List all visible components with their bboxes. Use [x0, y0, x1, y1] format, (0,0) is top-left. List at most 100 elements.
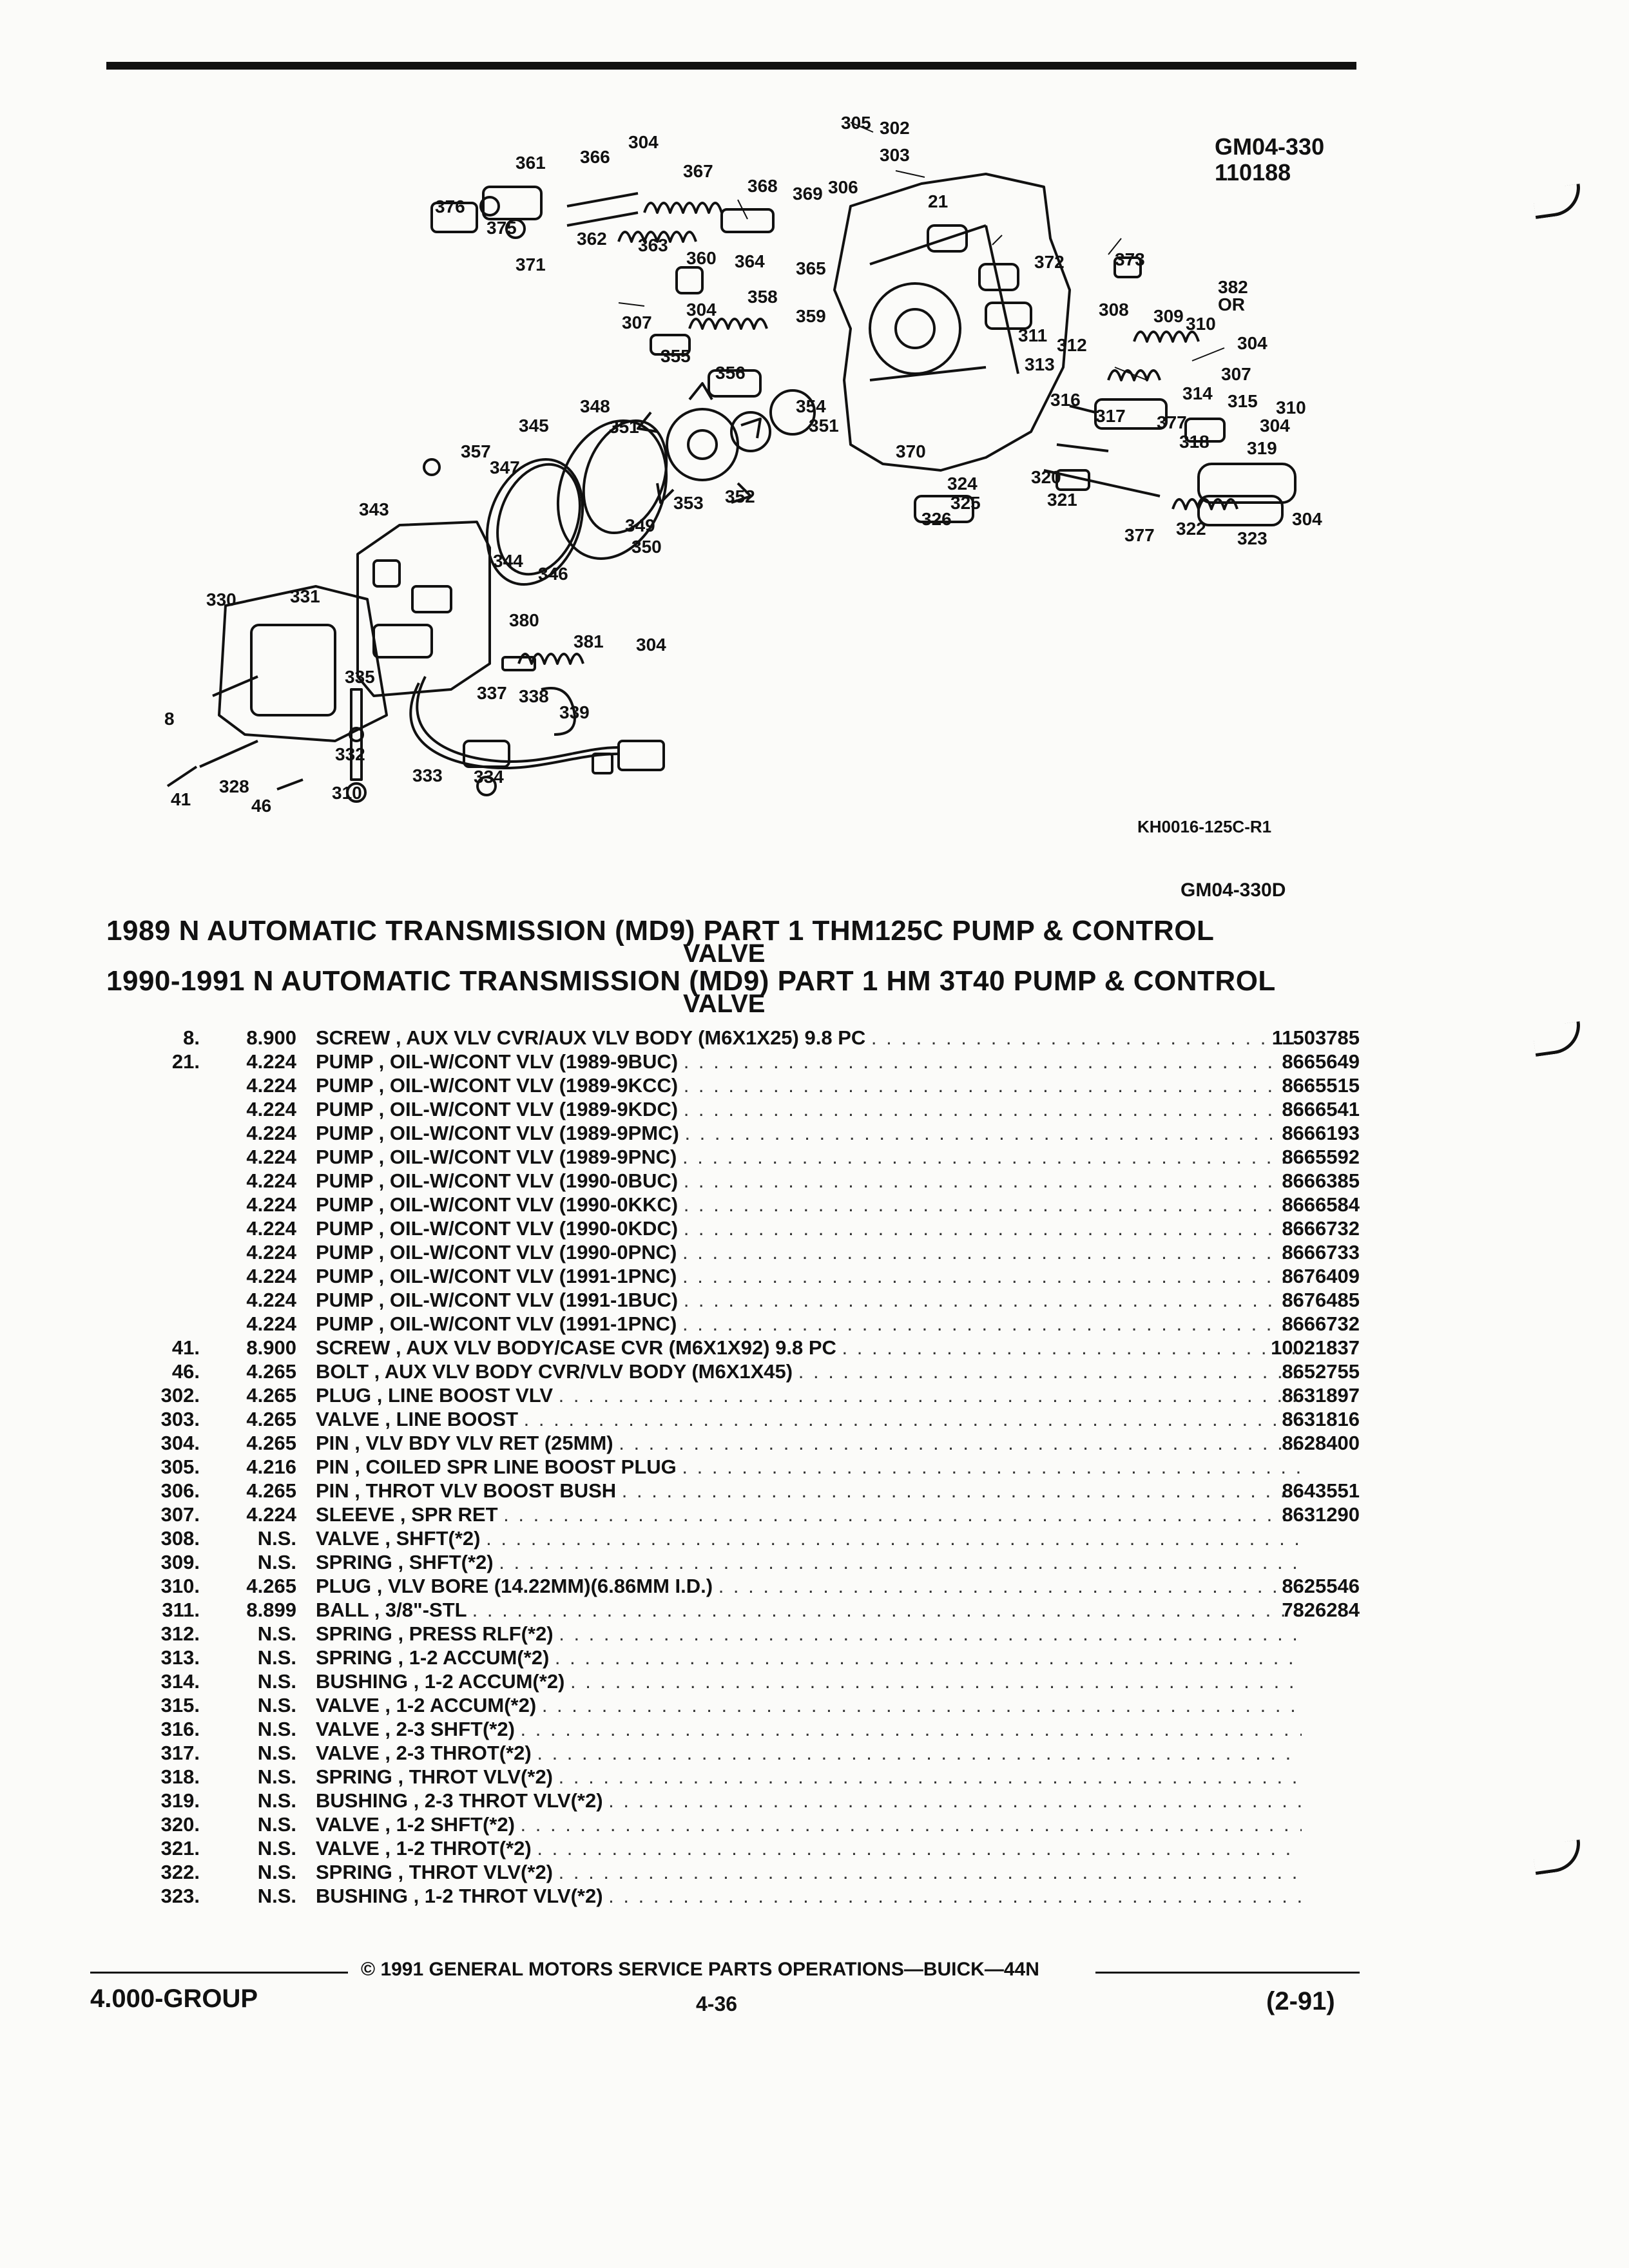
description-text: SCREW , AUX VLV CVR/AUX VLV BODY (M6X1X2… [316, 1026, 866, 1049]
pump-bore [869, 282, 961, 375]
part-description: BUSHING , 2-3 THROT VLV(*2) . . . . . . … [316, 1789, 1302, 1812]
group-number: 4.224 [246, 1193, 296, 1216]
callout: 324 [947, 474, 978, 494]
group-number: 4.224 [246, 1312, 296, 1335]
group-number: 4.224 [246, 1098, 296, 1120]
callout: 369 [793, 184, 823, 204]
callout: 339 [559, 702, 590, 722]
callout: 316 [1050, 390, 1081, 410]
figure-code: GM04-330 110188 [1215, 134, 1324, 186]
group-number: 4.224 [246, 1217, 296, 1240]
callout: 314 [1182, 383, 1213, 403]
description-text: BOLT , AUX VLV BODY CVR/VLV BODY (M6X1X4… [316, 1360, 793, 1383]
group-number: 8.900 [246, 1336, 296, 1359]
callout: 306 [828, 177, 858, 197]
part-description: PIN , THROT VLV BOOST BUSH . . . . . . .… [316, 1479, 1302, 1503]
callout: 304 [628, 132, 659, 152]
callout: 311 [1018, 325, 1047, 345]
callout: 302 [880, 118, 910, 138]
group-number: N.S. [257, 1742, 296, 1764]
page-code: GM04-330D [1181, 879, 1286, 901]
callout: 308 [1099, 300, 1129, 320]
dot-leader: . . . . . . . . . . . . . . . . . . . . … [682, 1146, 1302, 1168]
group-number: N.S. [257, 1765, 296, 1788]
title-1990-1991: 1990-1991 N AUTOMATIC TRANSMISSION (MD9)… [106, 965, 1276, 997]
callout: 359 [796, 306, 826, 326]
dot-leader: . . . . . . . . . . . . . . . . . . . . … [842, 1336, 1302, 1359]
description-text: VALVE , 1-2 THROT(*2) [316, 1837, 532, 1860]
description-text: SCREW , AUX VLV BODY/CASE CVR (M6X1X92) … [316, 1336, 836, 1359]
part-number: 8625546 [1282, 1575, 1360, 1597]
callout: 333 [412, 765, 443, 785]
part-description: PLUG , VLV BORE (14.22MM)(6.86MM I.D.) .… [316, 1574, 1302, 1598]
item-number: 313. [160, 1646, 200, 1669]
callout: 355 [660, 346, 691, 366]
part-description: SLEEVE , SPR RET . . . . . . . . . . . .… [316, 1503, 1302, 1526]
description-text: SPRING , THROT VLV(*2) [316, 1861, 554, 1883]
callout: 8 [164, 709, 175, 729]
callout: 304 [1260, 416, 1290, 436]
part-description: VALVE , LINE BOOST . . . . . . . . . . .… [316, 1407, 1302, 1431]
group-number: 4.224 [246, 1146, 296, 1168]
callout: 21 [928, 191, 948, 211]
callout: 377 [1124, 525, 1155, 545]
part-description: PUMP , OIL-W/CONT VLV (1991-1BUC) . . . … [316, 1288, 1302, 1312]
item-number: 303. [160, 1408, 200, 1430]
description-text: PUMP , OIL-W/CONT VLV (1989-9PNC) [316, 1146, 677, 1168]
item-number: 302. [160, 1384, 200, 1407]
description-text: BUSHING , 2-3 THROT VLV(*2) [316, 1789, 603, 1812]
description-text: PUMP , OIL-W/CONT VLV (1989-9BUC) [316, 1050, 679, 1073]
dot-leader: . . . . . . . . . . . . . . . . . . . . … [520, 1813, 1302, 1836]
dot-leader: . . . . . . . . . . . . . . . . . . . . … [683, 1074, 1302, 1097]
description-text: PUMP , OIL-W/CONT VLV (1991-1PNC) [316, 1265, 677, 1287]
group-number: 4.224 [246, 1265, 296, 1287]
callout: 362 [577, 229, 607, 249]
item-number: 310. [160, 1575, 200, 1597]
margin-mark [1532, 1840, 1584, 1875]
callout: 376 [435, 197, 465, 216]
group-number: 4.265 [246, 1479, 296, 1502]
description-text: PLUG , VLV BORE (14.22MM)(6.86MM I.D.) [316, 1575, 713, 1597]
group-number: 4.224 [246, 1074, 296, 1097]
callout: 381 [574, 631, 604, 651]
item-number: 314. [160, 1670, 200, 1693]
dot-leader: . . . . . . . . . . . . . . . . . . . . … [554, 1646, 1302, 1669]
description-text: PIN , THROT VLV BOOST BUSH [316, 1479, 617, 1502]
part-description: PUMP , OIL-W/CONT VLV (1990-0BUC) . . . … [316, 1169, 1302, 1193]
item-number: 21. [171, 1050, 200, 1073]
part-number: 8676409 [1282, 1265, 1360, 1287]
description-text: PIN , VLV BDY VLV RET (25MM) [316, 1432, 613, 1454]
callout: 309 [1153, 306, 1184, 326]
dot-leader: . . . . . . . . . . . . . . . . . . . . … [558, 1765, 1302, 1788]
callout: 365 [796, 258, 826, 278]
callout: 322 [1176, 519, 1206, 539]
top-rule [106, 62, 1356, 70]
description-text: PUMP , OIL-W/CONT VLV (1990-0PNC) [316, 1241, 677, 1264]
callout: 334 [474, 767, 504, 787]
table-row: 316.N.S.VALVE , 2-3 SHFT(*2) . . . . . .… [97, 1717, 1360, 1741]
footer-group: 4.000-GROUP [90, 1984, 258, 2013]
callout: 312 [1057, 335, 1087, 355]
dot-leader: . . . . . . . . . . . . . . . . . . . . … [682, 1241, 1302, 1264]
callout: 41 [171, 789, 191, 809]
dot-leader: . . . . . . . . . . . . . . . . . . . . … [559, 1622, 1302, 1645]
group-number: N.S. [257, 1789, 296, 1812]
dot-leader: . . . . . . . . . . . . . . . . . . . . … [486, 1527, 1302, 1550]
dot-leader: . . . . . . . . . . . . . . . . . . . . … [683, 1050, 1302, 1073]
dot-leader: . . . . . . . . . . . . . . . . . . . . … [520, 1718, 1302, 1740]
dot-leader: . . . . . . . . . . . . . . . . . . . . … [537, 1837, 1302, 1860]
callout: 363 [638, 235, 668, 255]
part-description: PUMP , OIL-W/CONT VLV (1989-9BUC) . . . … [316, 1050, 1302, 1073]
group-number: 4.265 [246, 1384, 296, 1407]
description-text: BUSHING , 1-2 THROT VLV(*2) [316, 1885, 603, 1907]
dot-leader: . . . . . . . . . . . . . . . . . . . . … [683, 1289, 1302, 1311]
